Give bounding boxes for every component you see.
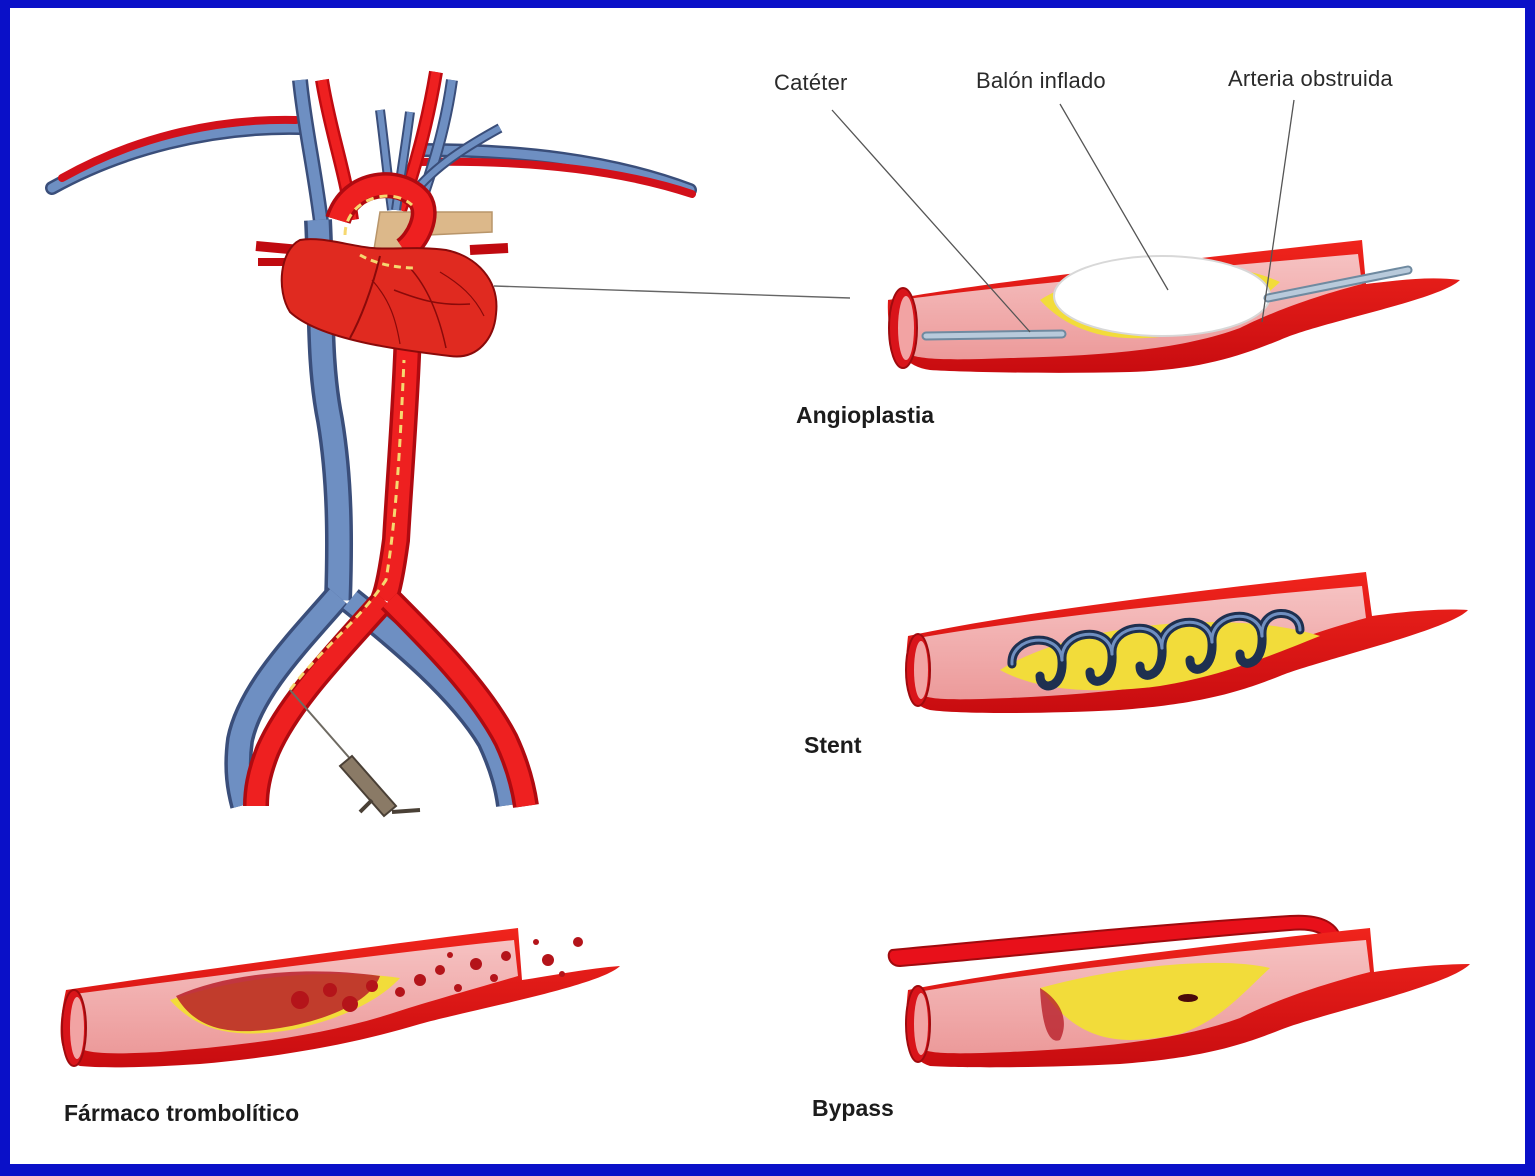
caption-bypass: Bypass [812, 1095, 894, 1122]
farmaco-trombolitico-illustration [61, 928, 620, 1067]
balloon [1054, 256, 1270, 336]
label-balon-inflado: Balón inflado [976, 68, 1106, 94]
caption-farmaco-trombolitico: Fármaco trombolítico [64, 1100, 299, 1127]
stent-illustration [906, 572, 1468, 713]
syringe-icon [290, 690, 420, 816]
leader-line-heart [494, 286, 850, 298]
bypass-illustration [889, 916, 1470, 1068]
angioplastia-illustration [832, 100, 1460, 373]
label-arteria-obstruida: Arteria obstruida [1228, 66, 1393, 92]
caption-stent: Stent [804, 732, 862, 759]
circulatory-system-illustration [52, 72, 850, 816]
label-cateter: Catéter [774, 70, 848, 96]
caption-angioplastia: Angioplastia [796, 402, 934, 429]
